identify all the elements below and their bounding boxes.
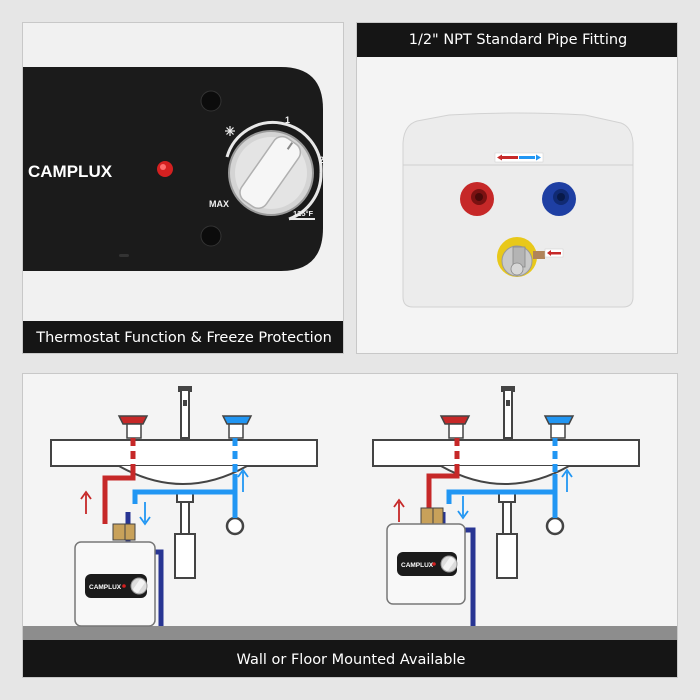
dial-max-label: MAX <box>209 199 229 209</box>
right-water-heater: CAMPLUX <box>386 523 466 605</box>
bottom-button-icon <box>200 225 222 247</box>
left-water-heater: CAMPLUX <box>74 541 156 627</box>
hot-outlet-fitting <box>460 182 494 216</box>
wall-mount-scene: CAMPLUX <box>50 386 318 627</box>
mounting-illustration: CAMPLUX <box>23 374 677 677</box>
brand-logo: CAMPLUX <box>28 162 113 181</box>
fitting-caption: 1/2" NPT Standard Pipe Fitting <box>357 23 677 57</box>
dial-mark-1: 1 <box>285 115 290 125</box>
snowflake-icon <box>225 126 235 136</box>
flow-direction-label-icon <box>494 152 544 163</box>
temperature-dial[interactable] <box>228 130 314 216</box>
thermostat-caption: Thermostat Function & Freeze Protection <box>23 321 343 353</box>
floor-mount-scene: CAMPLUX <box>372 386 640 626</box>
left-heater-brand: CAMPLUX <box>89 584 122 591</box>
top-button-icon <box>200 90 222 112</box>
cold-inlet-fitting <box>542 182 576 216</box>
mounting-caption: Wall or Floor Mounted Available <box>23 640 677 677</box>
thermostat-panel: CAMPLUX 1 2 MAX 125°F Thermostat Functio… <box>22 22 344 354</box>
relief-arrow-label-icon <box>544 248 564 258</box>
fitting-illustration <box>402 112 634 308</box>
fitting-panel: 1/2" NPT Standard Pipe Fitting <box>356 22 678 354</box>
thermostat-illustration: CAMPLUX 1 2 MAX 125°F <box>23 23 343 353</box>
dial-temp-label: 125°F <box>293 209 314 218</box>
mounting-panel: CAMPLUX <box>22 373 678 678</box>
floor-surface <box>23 626 677 640</box>
right-heater-brand: CAMPLUX <box>401 562 434 569</box>
relief-valve-fitting <box>497 237 545 277</box>
dial-mark-2: 2 <box>319 155 324 165</box>
